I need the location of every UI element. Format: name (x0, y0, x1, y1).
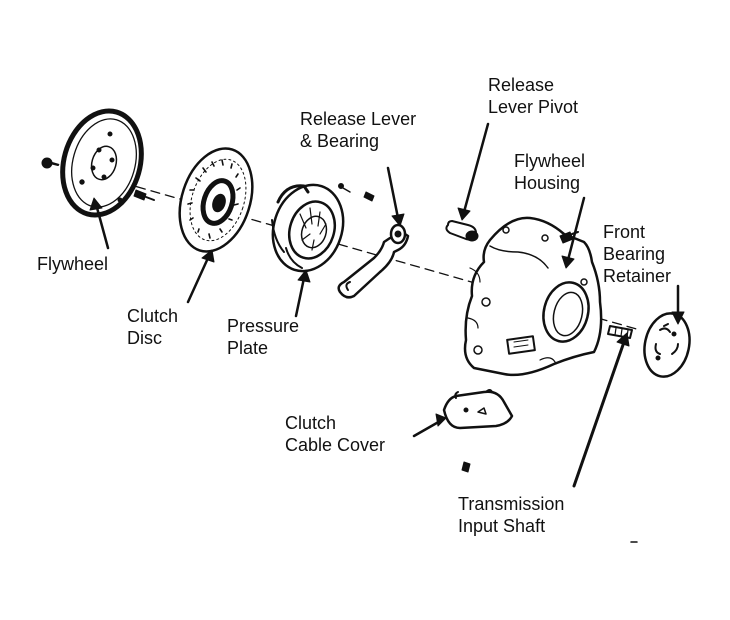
release-lever-bolt (363, 191, 375, 202)
front-bearing-retainer-label: Front Bearing Retainer (603, 221, 671, 287)
release-lever-bearing-label-line-1: Release Lever (300, 109, 417, 129)
release-lever-bearing-label-line-2: & Bearing (300, 131, 380, 151)
input-shaft-part (607, 325, 633, 339)
pressure-plate-part (271, 183, 345, 273)
clutch-cable-cover-label-line-1: Clutch (285, 413, 337, 433)
release-lever-pivot-label: Release Lever Pivot (488, 74, 578, 118)
clutch-disc-label: Clutch Disc (127, 305, 178, 349)
clutch-disc-arrow (186, 249, 215, 304)
release-lever-pivot-arrow (457, 122, 490, 221)
front-bearing-retainer-part (643, 312, 691, 378)
flywheel-housing-part (463, 216, 603, 377)
clutch-disc-part (178, 147, 254, 253)
flywheel-housing-label: Flywheel Housing (514, 150, 585, 194)
release-lever-bearing-label: Release Lever & Bearing (300, 108, 416, 152)
pressure-plate-pin (338, 183, 351, 193)
front-bearing-retainer-label-line-1: Front (603, 222, 646, 242)
cover-screw (461, 461, 471, 473)
clutch-disc-label-line-2: Disc (127, 328, 162, 348)
transmission-input-shaft-label-line-1: Transmission (458, 494, 565, 514)
release-lever-arrow (386, 166, 405, 227)
flywheel-part (60, 108, 144, 218)
front-bearing-retainer-label-line-2: Bearing (603, 244, 666, 264)
flywheel-housing-label-line-1: Flywheel (514, 151, 586, 171)
flywheel-retaining-bolt (133, 189, 155, 201)
release-lever-pivot-part (445, 220, 479, 242)
transmission-input-shaft-label: Transmission Input Shaft (458, 493, 564, 537)
clutch-cable-cover-label-line-2: Cable Cover (285, 435, 386, 455)
flywheel-bolt (41, 157, 59, 169)
clutch-cable-cover-part (442, 389, 514, 430)
front-bearing-retainer-label-line-3: Retainer (603, 266, 672, 286)
clutch-disc-label-line-1: Clutch (127, 306, 179, 326)
clutch-cable-cover-label: Clutch Cable Cover (285, 412, 385, 456)
pressure-plate-label: Pressure Plate (227, 315, 299, 359)
flywheel-arrow (89, 197, 110, 250)
flywheel-label-line-1: Flywheel (37, 254, 109, 274)
flywheel-housing-arrow (561, 196, 586, 269)
release-lever-pivot-label-line-2: Lever Pivot (488, 97, 579, 117)
release-lever-part (337, 223, 410, 299)
pressure-plate-arrow (294, 269, 311, 318)
release-lever-pivot-label-line-1: Release (488, 75, 555, 95)
pressure-plate-label-line-1: Pressure (227, 316, 300, 336)
transmission-input-shaft-label-line-2: Input Shaft (458, 516, 546, 536)
flywheel-label: Flywheel (37, 253, 108, 275)
transmission-input-shaft-arrow (572, 332, 630, 488)
pressure-plate-label-line-2: Plate (227, 338, 269, 358)
flywheel-housing-label-line-2: Housing (514, 173, 581, 193)
front-bearing-retainer-arrow (671, 284, 685, 325)
clutch-cable-cover-arrow (412, 413, 447, 438)
